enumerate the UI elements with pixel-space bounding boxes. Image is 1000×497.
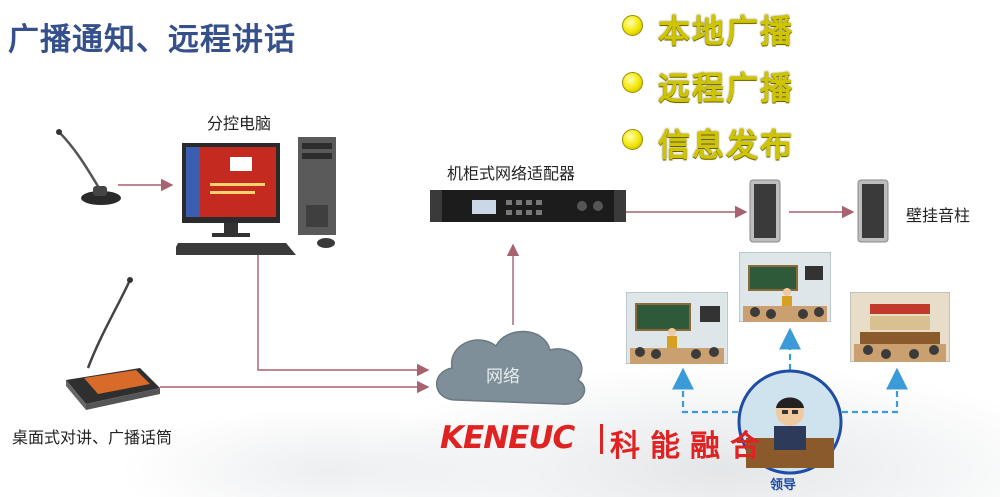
gooseneck-microphone <box>56 129 121 205</box>
page-title: 广播通知、远程讲话 <box>8 22 296 58</box>
brand-latin: KENEUC <box>440 420 575 456</box>
leader-avatar <box>737 369 843 475</box>
pc-workstation <box>176 137 336 255</box>
label-adapter: 机柜式网络适配器 <box>447 164 576 183</box>
classroom-scene-center <box>739 252 831 322</box>
desktop-paging-microphone <box>66 277 160 410</box>
bullet-dot-icon <box>622 72 643 93</box>
feature-item: 远程广播 <box>620 59 830 109</box>
label-pc: 分控电脑 <box>207 114 272 133</box>
bullet-dot-icon <box>622 129 643 150</box>
brand-chinese: 科能融合 <box>610 429 770 464</box>
dashed-arrow-left <box>672 367 738 414</box>
label-desk-mic: 桌面式对讲、广播话筒 <box>12 428 173 447</box>
wall-speaker <box>749 179 781 243</box>
feature-label: 本地广播 <box>658 12 795 50</box>
arrow-pc-to-network <box>257 252 430 377</box>
feature-label: 信息发布 <box>658 126 795 164</box>
brand-separator <box>600 424 603 454</box>
label-speakers: 壁挂音柱 <box>906 206 971 225</box>
label-leader: 领导 <box>770 478 797 493</box>
feature-item: 信息发布 <box>620 116 830 166</box>
dashed-arrow-right <box>842 367 908 414</box>
rack-network-adapter <box>430 190 626 222</box>
feature-label: 远程广播 <box>658 69 795 107</box>
feature-item: 本地广播 <box>620 2 830 52</box>
classroom-scene-left <box>626 292 728 364</box>
network-cloud <box>435 330 586 405</box>
wall-speaker <box>857 179 889 243</box>
meeting-room-scene-right <box>850 292 950 362</box>
label-network: 网络 <box>486 367 520 387</box>
bullet-dot-icon <box>622 15 643 36</box>
